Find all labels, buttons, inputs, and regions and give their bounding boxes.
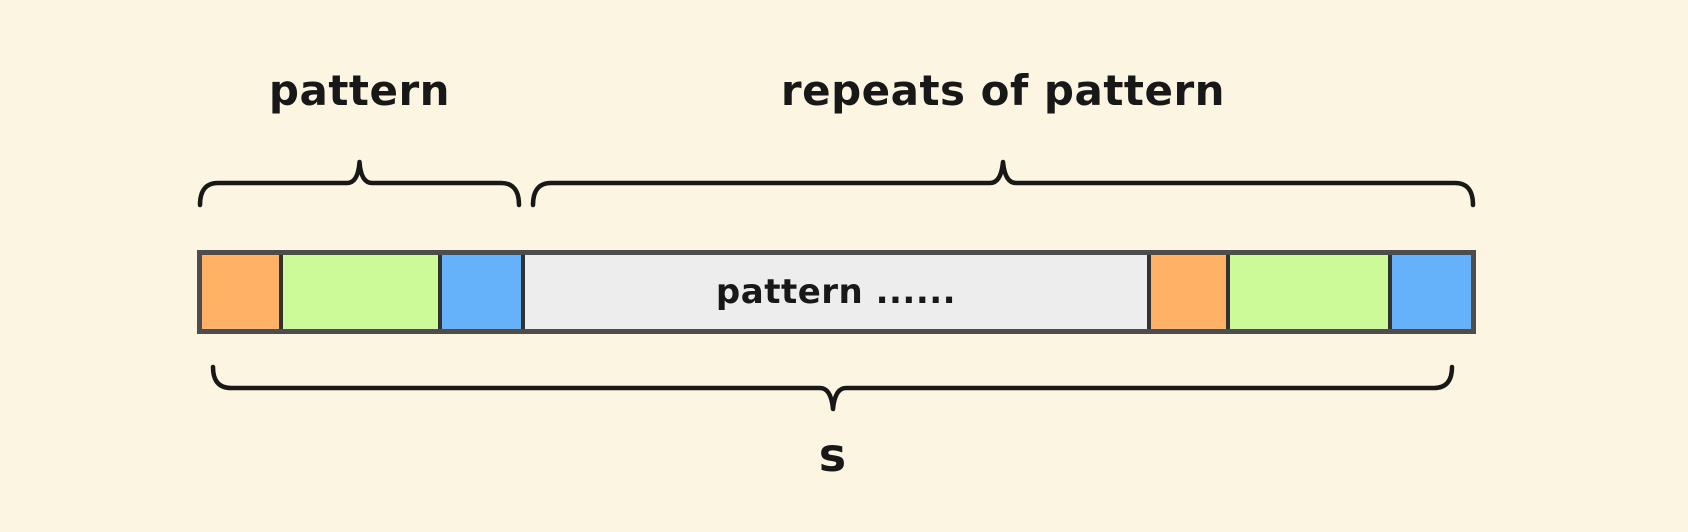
underbrace-s xyxy=(210,364,1455,412)
orange-block xyxy=(202,255,279,329)
s-label: s xyxy=(818,428,847,482)
overbrace-repeats xyxy=(530,159,1476,208)
green-block xyxy=(1226,255,1389,329)
repeats-of-pattern-label: repeats of pattern xyxy=(780,66,1226,115)
bar: pattern ...... xyxy=(197,250,1476,334)
bar-middle-label: pattern ...... xyxy=(715,272,957,312)
green-block xyxy=(278,255,438,329)
overbrace-pattern xyxy=(197,159,522,208)
blue-block xyxy=(437,255,522,329)
blue-block xyxy=(1388,255,1471,329)
repeats-block: pattern ...... xyxy=(521,255,1147,329)
orange-block xyxy=(1146,255,1227,329)
pattern-label: pattern xyxy=(268,66,451,115)
